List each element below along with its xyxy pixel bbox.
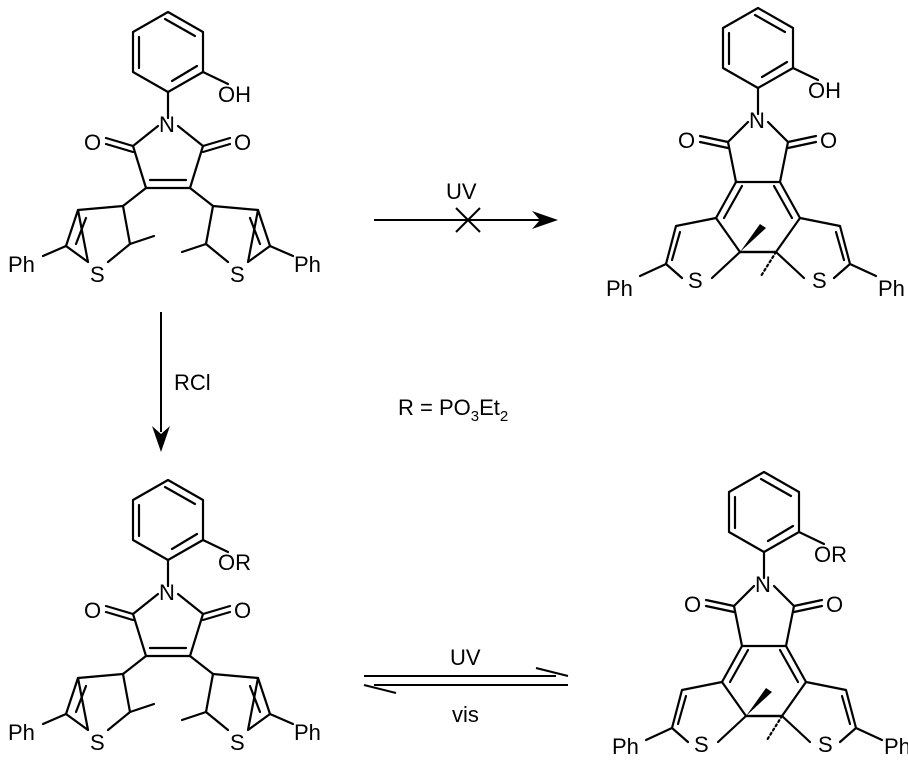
label-n: N <box>755 572 771 597</box>
arrow-label-reagent: RCl <box>174 370 211 395</box>
label-o-right: O <box>234 598 251 623</box>
label-ph-left: Ph <box>8 720 35 745</box>
label-oh: OH <box>218 82 251 107</box>
label-o-right: O <box>820 128 837 153</box>
label-s-right: S <box>230 730 245 755</box>
label-s-left: S <box>90 262 105 287</box>
label-o-left: O <box>678 128 695 153</box>
label-ph-right: Ph <box>294 252 321 277</box>
arrow-label-vis: vis <box>452 702 479 727</box>
label-o-right: O <box>234 130 251 155</box>
label-n: N <box>159 580 175 605</box>
label-ph-left: Ph <box>606 276 633 301</box>
label-o-right: O <box>826 592 843 617</box>
label-o-left: O <box>84 130 101 155</box>
arrow-equilibrium: UV vis <box>363 645 569 727</box>
molecule-closed-hydroxy: OH N O O S S Ph Ph <box>606 6 905 301</box>
label-ph-right: Ph <box>294 720 321 745</box>
label-or: OR <box>814 542 847 567</box>
arrow-reagent: RCl <box>152 312 211 452</box>
r-definition: R = PO3Et2 <box>398 395 508 425</box>
label-ph-right: Ph <box>884 734 908 759</box>
label-s-left: S <box>90 730 105 755</box>
arrow-label-uv: UV <box>450 645 481 670</box>
molecule-open-hydroxy: OH N O O S S Ph Ph <box>8 10 321 287</box>
label-s-left: S <box>694 732 709 757</box>
molecule-closed-phosphate: OR N O O S S Ph Ph <box>612 470 908 759</box>
molecule-open-phosphate: OR N O O S S Ph Ph <box>8 478 321 755</box>
label-n: N <box>159 112 175 137</box>
label-ph-left: Ph <box>612 734 639 759</box>
label-s-left: S <box>688 268 703 293</box>
label-ph-left: Ph <box>8 252 35 277</box>
label-s-right: S <box>812 268 827 293</box>
arrow-uv-blocked: UV <box>374 179 558 233</box>
label-o-left: O <box>684 592 701 617</box>
label-oh: OH <box>808 78 841 103</box>
label-ph-right: Ph <box>878 276 905 301</box>
label-s-right: S <box>818 732 833 757</box>
label-or: OR <box>218 550 251 575</box>
arrow-label-uv-blocked: UV <box>446 179 477 204</box>
label-n: N <box>749 108 765 133</box>
label-s-right: S <box>230 262 245 287</box>
label-o-left: O <box>84 598 101 623</box>
